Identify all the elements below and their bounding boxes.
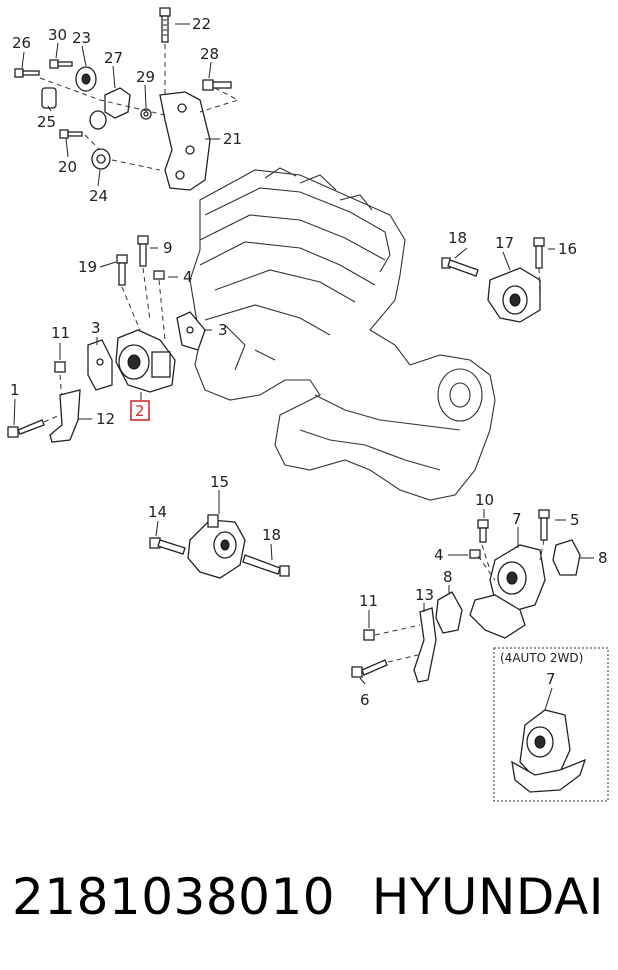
leader-lines <box>13 23 594 711</box>
callout-18-lower: 18 <box>262 526 281 544</box>
callout-3-right: 3 <box>218 321 228 339</box>
left-mount-assembly <box>7 235 206 443</box>
callout-2: 2 <box>135 402 145 420</box>
inset-label: (4AUTO 2WD) <box>500 651 583 665</box>
sleeve-25 <box>41 87 57 109</box>
bolt-26 <box>14 68 40 78</box>
bolt-19 <box>116 254 128 286</box>
nut-11-left <box>54 361 66 373</box>
highlight-box-2 <box>130 400 150 421</box>
callout-25: 25 <box>37 113 56 131</box>
mount-17 <box>487 267 541 323</box>
callout-8-left: 8 <box>443 568 453 586</box>
brand-name: HYUNDAI <box>371 868 604 926</box>
callout-5: 5 <box>570 511 580 529</box>
bolt-18-lower <box>242 554 290 577</box>
bolt-10 <box>477 519 489 543</box>
callout-4-left: 4 <box>183 268 193 286</box>
engine-mount-2 <box>115 329 176 393</box>
callout-15: 15 <box>210 473 229 491</box>
callout-19: 19 <box>78 258 97 276</box>
nut-11-right <box>363 629 375 641</box>
bolt-18-upper <box>441 257 479 277</box>
callout-1: 1 <box>10 381 20 399</box>
callout-7-inset: 7 <box>546 670 556 688</box>
right-lower-mount <box>351 509 581 683</box>
bolt-20 <box>59 129 83 139</box>
callout-7: 7 <box>512 510 522 528</box>
pad-8-right <box>552 539 581 576</box>
center-lower-mount <box>149 514 290 579</box>
right-upper-mount <box>441 237 545 323</box>
callout-20: 20 <box>58 158 77 176</box>
bolt-5 <box>538 509 550 541</box>
callout-26: 26 <box>12 34 31 52</box>
part-number: 2181038010 <box>12 868 336 926</box>
callout-11-left: 11 <box>51 324 70 342</box>
bolt-30 <box>49 59 73 69</box>
callout-24: 24 <box>89 187 108 205</box>
bracket-12 <box>49 389 81 443</box>
callout-12: 12 <box>96 410 115 428</box>
nut-4-right <box>469 549 481 559</box>
callout-21: 21 <box>223 130 242 148</box>
bushing-24 <box>91 148 111 170</box>
callout-27: 27 <box>104 49 123 67</box>
bracket-27 <box>89 87 131 130</box>
bolt-9 <box>137 235 149 267</box>
bushing-23 <box>75 66 97 92</box>
callout-3-left: 3 <box>91 319 101 337</box>
part-footer: 2181038010 HYUNDAI <box>0 860 618 940</box>
inset-4auto-2wd: (4AUTO 2WD) <box>493 647 609 802</box>
engine-outline <box>189 167 496 501</box>
callout-28: 28 <box>200 45 219 63</box>
nut-4-left <box>153 270 165 280</box>
callout-23: 23 <box>72 29 91 47</box>
callout-11-right: 11 <box>359 592 378 610</box>
callout-4-right: 4 <box>434 546 444 564</box>
bolt-1 <box>7 419 45 438</box>
mount-7-inset <box>511 709 587 793</box>
callout-29: 29 <box>136 68 155 86</box>
mount-15 <box>187 514 246 579</box>
callout-8-right: 8 <box>598 549 608 567</box>
callout-30: 30 <box>48 26 67 44</box>
bolt-6 <box>351 659 388 678</box>
pad-3-right <box>176 311 206 351</box>
pad-8-left <box>435 591 463 634</box>
callout-labels: 1 2 3 3 4 4 5 6 7 7 8 8 9 10 11 11 12 13… <box>10 15 608 709</box>
pad-3-left <box>87 339 113 391</box>
nut-29 <box>140 108 152 120</box>
callout-18-upper: 18 <box>448 229 467 247</box>
callout-17: 17 <box>495 234 514 252</box>
bolt-16 <box>533 237 545 269</box>
bolt-28 <box>202 79 232 91</box>
upper-mount-assembly <box>14 7 240 191</box>
callout-16: 16 <box>558 240 577 258</box>
callout-22: 22 <box>192 15 211 33</box>
callout-14: 14 <box>148 503 167 521</box>
bolt-14 <box>149 537 186 555</box>
bolt-22 <box>159 7 171 43</box>
callout-9: 9 <box>163 239 173 257</box>
bracket-21 <box>159 91 211 191</box>
engine-mount-diagram: (4AUTO 2WD) <box>7 7 609 802</box>
bracket-13 <box>413 607 437 683</box>
callout-10: 10 <box>475 491 494 509</box>
mount-7 <box>469 544 546 639</box>
callout-6: 6 <box>360 691 370 709</box>
callout-13: 13 <box>415 586 434 604</box>
